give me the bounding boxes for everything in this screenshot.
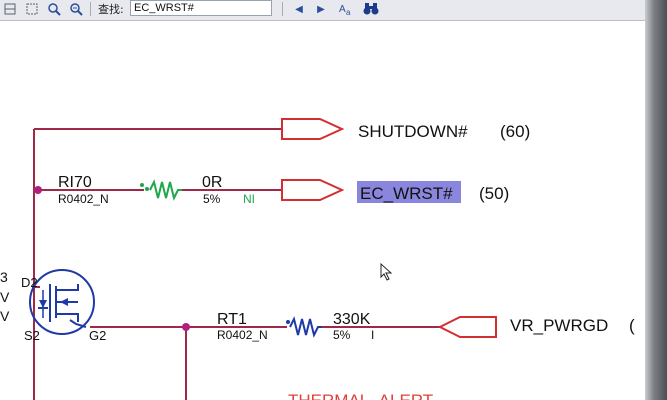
junction-dot [34, 186, 42, 194]
net-label-vr-pwrgd: VR_PWRGD [510, 316, 608, 335]
mosfet-q2[interactable]: D2 S2 G2 3 V V [0, 269, 106, 343]
mosfet-left-label: V [0, 308, 10, 324]
resistor-r170[interactable]: RI70 R0402_N 0R 5% NI [58, 174, 255, 206]
find-next-button[interactable]: ▶ [314, 0, 328, 18]
mosfet-gate-lead [69, 319, 87, 328]
find-toolbar: 查找: ◀ ▶ Aa [0, 0, 645, 21]
zoom-out-icon[interactable] [68, 0, 84, 18]
chevron-right-icon: ▶ [317, 3, 325, 15]
rt1-value: 330K [333, 311, 371, 328]
r170-note: NI [243, 192, 255, 206]
r170-value: 0R [202, 174, 222, 191]
net-page-ec-wrst: (50) [479, 184, 509, 203]
mouse-cursor-icon [380, 263, 393, 281]
net-page-vr-pwrgd: ( [629, 316, 635, 335]
net-label-shutdown: SHUTDOWN# [358, 122, 468, 141]
find-options-button[interactable] [362, 0, 380, 18]
resistor-rt1[interactable]: RT1 R0402_N 330K 5% I [217, 311, 374, 342]
toolbar-separator [90, 2, 91, 16]
r170-footprint: R0402_N [58, 192, 109, 206]
monitor-bezel [645, 0, 667, 400]
resistor-zigzag [149, 179, 182, 201]
mosfet-d-pin: D2 [21, 275, 38, 290]
grid-icon[interactable] [2, 0, 18, 18]
zoom-in-icon[interactable] [46, 0, 62, 18]
port-vr-pwrgd[interactable] [437, 316, 497, 338]
resistor-pin-marker [140, 183, 144, 187]
port-ec-wrst[interactable] [281, 179, 345, 201]
svg-text:a: a [346, 8, 351, 16]
port-shutdown[interactable] [281, 118, 345, 140]
find-previous-button[interactable]: ◀ [292, 0, 306, 18]
net-page-shutdown: (60) [500, 122, 530, 141]
mosfet-g-pin: G2 [89, 328, 106, 343]
find-input[interactable] [130, 0, 272, 16]
r170-ref: RI70 [58, 174, 92, 191]
mosfet-drain [56, 284, 79, 291]
toolbar-separator [282, 2, 283, 16]
r170-tolerance: 5% [203, 192, 221, 206]
resistor-pin-marker [286, 320, 290, 324]
mosfet-source [56, 313, 79, 322]
schematic-canvas[interactable]: SHUTDOWN# (60) EC_WRST# (50) VR_PWRGD ( … [0, 0, 645, 400]
junction-dot [182, 323, 190, 331]
rt1-ref: RT1 [217, 311, 247, 328]
mosfet-left-label: 3 [0, 269, 8, 285]
net-label-ec-wrst: EC_WRST# [360, 184, 453, 203]
binoculars-icon [363, 3, 379, 15]
mosfet-body [29, 269, 95, 335]
rt1-footprint: R0402_N [217, 328, 268, 342]
rt1-note: I [371, 328, 374, 342]
search-highlight [357, 181, 461, 203]
resistor-pin-marker [145, 187, 149, 191]
mosfet-left-label: V [0, 289, 10, 305]
rt1-tolerance: 5% [333, 328, 351, 342]
mosfet-s-pin: S2 [24, 328, 40, 343]
resistor-zigzag [289, 316, 322, 338]
screen: 查找: ◀ ▶ Aa [0, 0, 645, 400]
select-icon[interactable] [24, 0, 40, 18]
chevron-left-icon: ◀ [295, 3, 303, 15]
net-label-thermal-alert: THERMAL_ALERT [288, 391, 433, 400]
find-label: 查找: [98, 3, 124, 16]
wires [32, 128, 440, 400]
svg-text:A: A [339, 4, 346, 15]
